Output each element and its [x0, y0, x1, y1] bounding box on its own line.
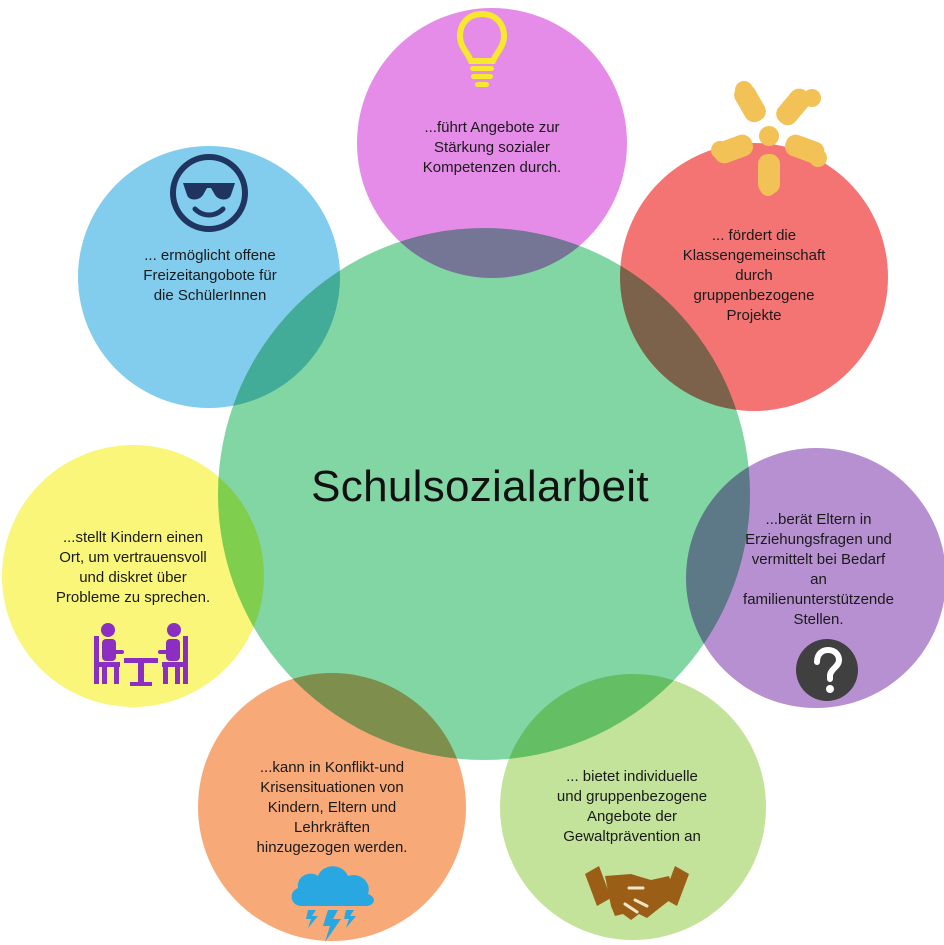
top-right-bubble-text: ... fördert die Klassengemeinschaft durc…	[682, 227, 826, 324]
bottom-bubble-text: ...kann in Konflikt-und Krisensituatione…	[256, 759, 408, 856]
storm-cloud-icon	[291, 866, 374, 942]
conversation-table-icon	[94, 623, 188, 686]
top-right-circle	[620, 143, 888, 411]
top-circle	[357, 8, 627, 278]
top-bubble-text: ...führt Angebote zur Stärkung sozialer …	[422, 119, 562, 176]
sunglasses-smiley-icon	[170, 154, 248, 232]
right-bubble-text: ...berät Eltern in Erziehungsfragen und …	[743, 511, 894, 628]
handshake-icon	[585, 866, 689, 920]
bottom-right-bubble-text: ... bietet individuelle und gruppenbezog…	[556, 768, 708, 845]
lightbulb-icon	[456, 10, 508, 87]
left-circle	[2, 445, 264, 707]
hands-together-icon	[711, 81, 827, 196]
question-mark-icon	[796, 639, 858, 701]
top-left-bubble-text: ... ermöglicht offene Freizeitangobote f…	[143, 247, 277, 304]
diagram-title: Schulsozialarbeit	[311, 462, 649, 511]
left-bubble-text: ...stellt Kindern einen Ort, um vertraue…	[55, 529, 211, 606]
top-left-circle	[78, 146, 340, 408]
